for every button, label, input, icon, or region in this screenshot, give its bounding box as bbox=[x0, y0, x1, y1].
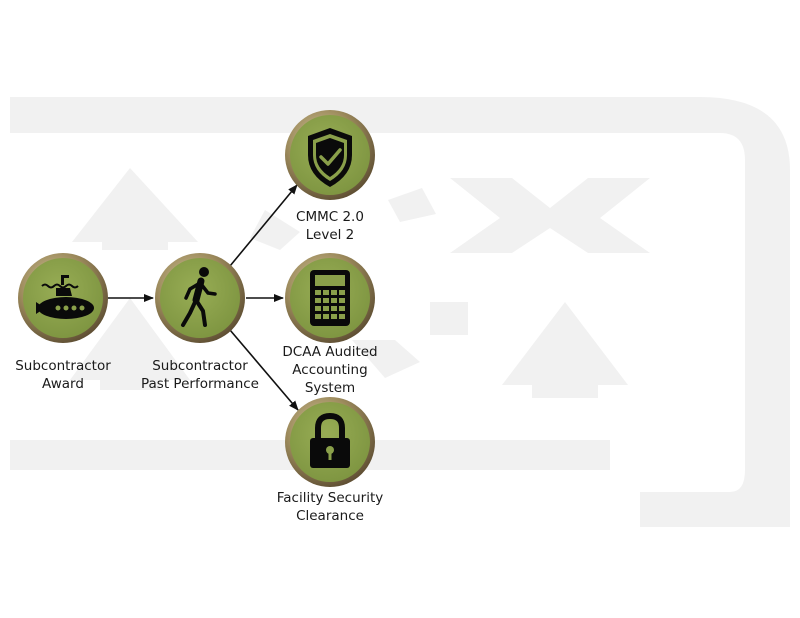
label-cmmc: CMMC 2.0 Level 2 bbox=[296, 209, 364, 243]
padlock-icon bbox=[310, 412, 350, 468]
watermark-logo bbox=[10, 97, 790, 527]
node-past-performance bbox=[155, 253, 245, 343]
label-dcaa: DCAA Audited Accounting System bbox=[282, 344, 378, 396]
label-facility: Facility Security Clearance bbox=[276, 490, 384, 524]
arrow-past-performance-to-facility bbox=[229, 329, 299, 411]
arrow-past-performance-to-cmmc bbox=[229, 184, 298, 267]
connectors bbox=[108, 184, 299, 411]
node-dcaa bbox=[285, 253, 375, 343]
walking-person-icon bbox=[181, 267, 217, 327]
calculator-icon bbox=[310, 270, 350, 326]
label-subcontractor-award: Subcontractor Award bbox=[15, 358, 111, 392]
label-past-performance: Subcontractor Past Performance bbox=[141, 358, 259, 392]
shield-check-icon bbox=[308, 128, 352, 187]
node-subcontractor-award bbox=[18, 253, 108, 343]
node-facility bbox=[285, 397, 375, 487]
node-cmmc bbox=[285, 110, 375, 200]
submarine-icon bbox=[36, 275, 94, 319]
